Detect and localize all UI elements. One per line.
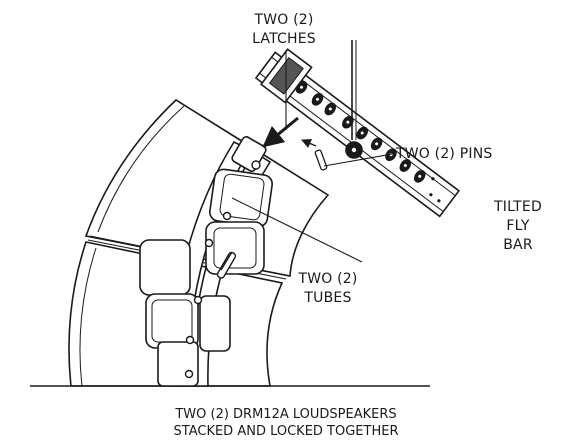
caption-line2: STACKED AND LOCKED TOGETHER bbox=[173, 424, 399, 439]
latches-label: TWO (2) LATCHES bbox=[236, 11, 332, 49]
tubes-label: TWO (2) TUBES bbox=[288, 270, 368, 308]
latches-label-line2: LATCHES bbox=[252, 31, 316, 47]
rigging-blocks bbox=[139, 136, 273, 387]
pins-leader bbox=[323, 153, 393, 167]
tubes-label-line1: TWO (2) bbox=[298, 271, 358, 287]
pin-with-ring bbox=[345, 40, 363, 159]
fly-bar-label: TILTED FLY BAR bbox=[486, 198, 550, 255]
loose-pin bbox=[314, 149, 328, 171]
pins-label: TWO (2) PINS bbox=[396, 145, 492, 164]
pins-label-text: TWO (2) PINS bbox=[396, 146, 493, 162]
attach-arrow bbox=[262, 116, 299, 148]
fly-bar-label-line3: BAR bbox=[503, 237, 533, 253]
latches-label-line1: TWO (2) bbox=[254, 12, 314, 28]
fly-bar-label-line2: FLY bbox=[506, 218, 530, 234]
pin-arrow bbox=[301, 138, 317, 148]
tubes-leader bbox=[231, 197, 363, 263]
tubes bbox=[216, 251, 237, 279]
upper-loudspeaker bbox=[84, 98, 330, 277]
caption-line1: TWO (2) DRM12A LOUDSPEAKERS bbox=[175, 407, 397, 422]
tubes-label-line2: TUBES bbox=[304, 290, 352, 306]
frame-pin-holes bbox=[184, 160, 261, 379]
fly-bar-label-line1: TILTED bbox=[494, 199, 542, 215]
caption: TWO (2) DRM12A LOUDSPEAKERS STACKED AND … bbox=[0, 406, 572, 440]
